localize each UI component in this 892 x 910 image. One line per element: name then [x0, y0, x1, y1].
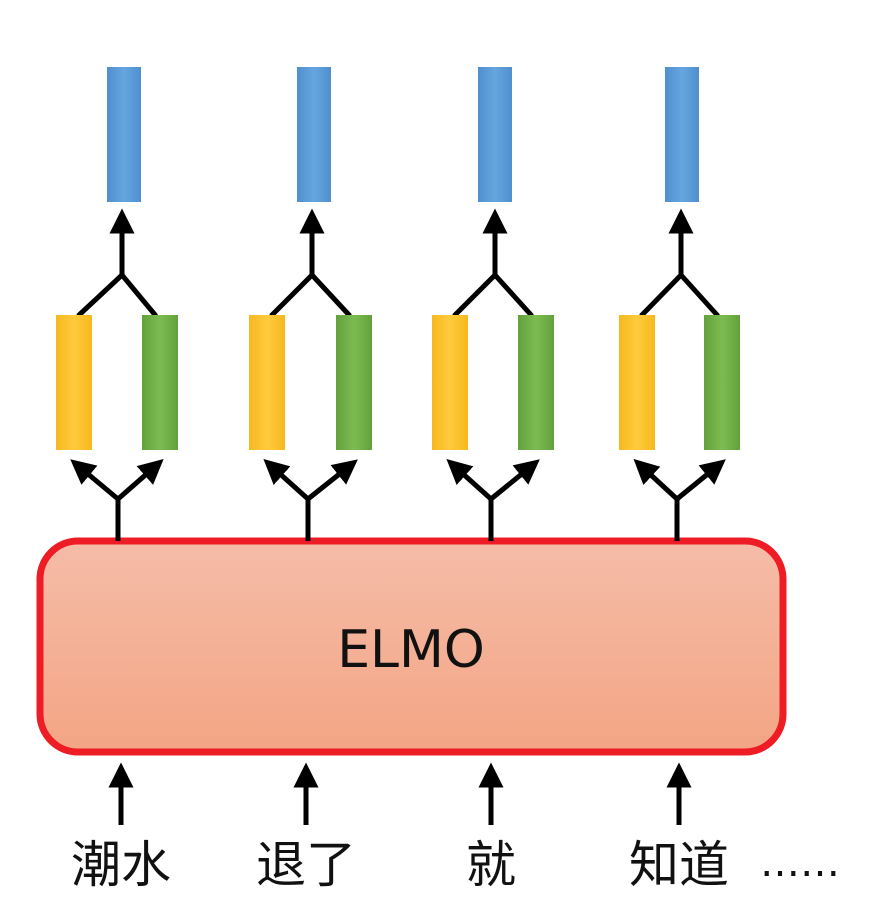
backward-vector [518, 315, 554, 450]
split-arrow-right [675, 459, 726, 501]
token-label: 就 [466, 836, 516, 894]
merge-line-left [269, 273, 314, 318]
split-arrow-left [633, 458, 679, 501]
split-arrow-right [489, 459, 540, 501]
token-label: 知道 [629, 836, 729, 894]
backward-vector [704, 315, 740, 450]
token-label: 潮水 [71, 836, 171, 894]
output-vector [107, 67, 141, 202]
merge-line-right [310, 273, 352, 318]
continuation-ellipsis: …… [760, 840, 840, 886]
forward-vector [249, 315, 285, 450]
split-arrow-left [446, 458, 493, 501]
merge-line-right [493, 273, 534, 318]
output-vector [665, 67, 699, 202]
merge-line-left [76, 273, 124, 318]
merge-line-right [120, 273, 158, 318]
token-label: 退了 [256, 836, 356, 894]
split-arrow-right [306, 459, 358, 501]
columns-group: 潮水 退了 就 知道 [56, 67, 740, 894]
forward-vector [619, 315, 655, 450]
merge-line-left [452, 273, 497, 318]
backward-vector [336, 315, 372, 450]
elmo-label: ELMO [337, 620, 485, 680]
output-vector [297, 67, 331, 202]
split-arrow-right [116, 459, 164, 501]
forward-vector [56, 315, 92, 450]
merge-line-right [679, 273, 720, 318]
forward-vector [432, 315, 468, 450]
elmo-model-box [36, 537, 787, 756]
merge-line-left [639, 273, 683, 318]
output-vector [478, 67, 512, 202]
split-arrow-left [70, 459, 120, 501]
backward-vector [142, 315, 178, 450]
split-arrow-left [263, 458, 310, 501]
